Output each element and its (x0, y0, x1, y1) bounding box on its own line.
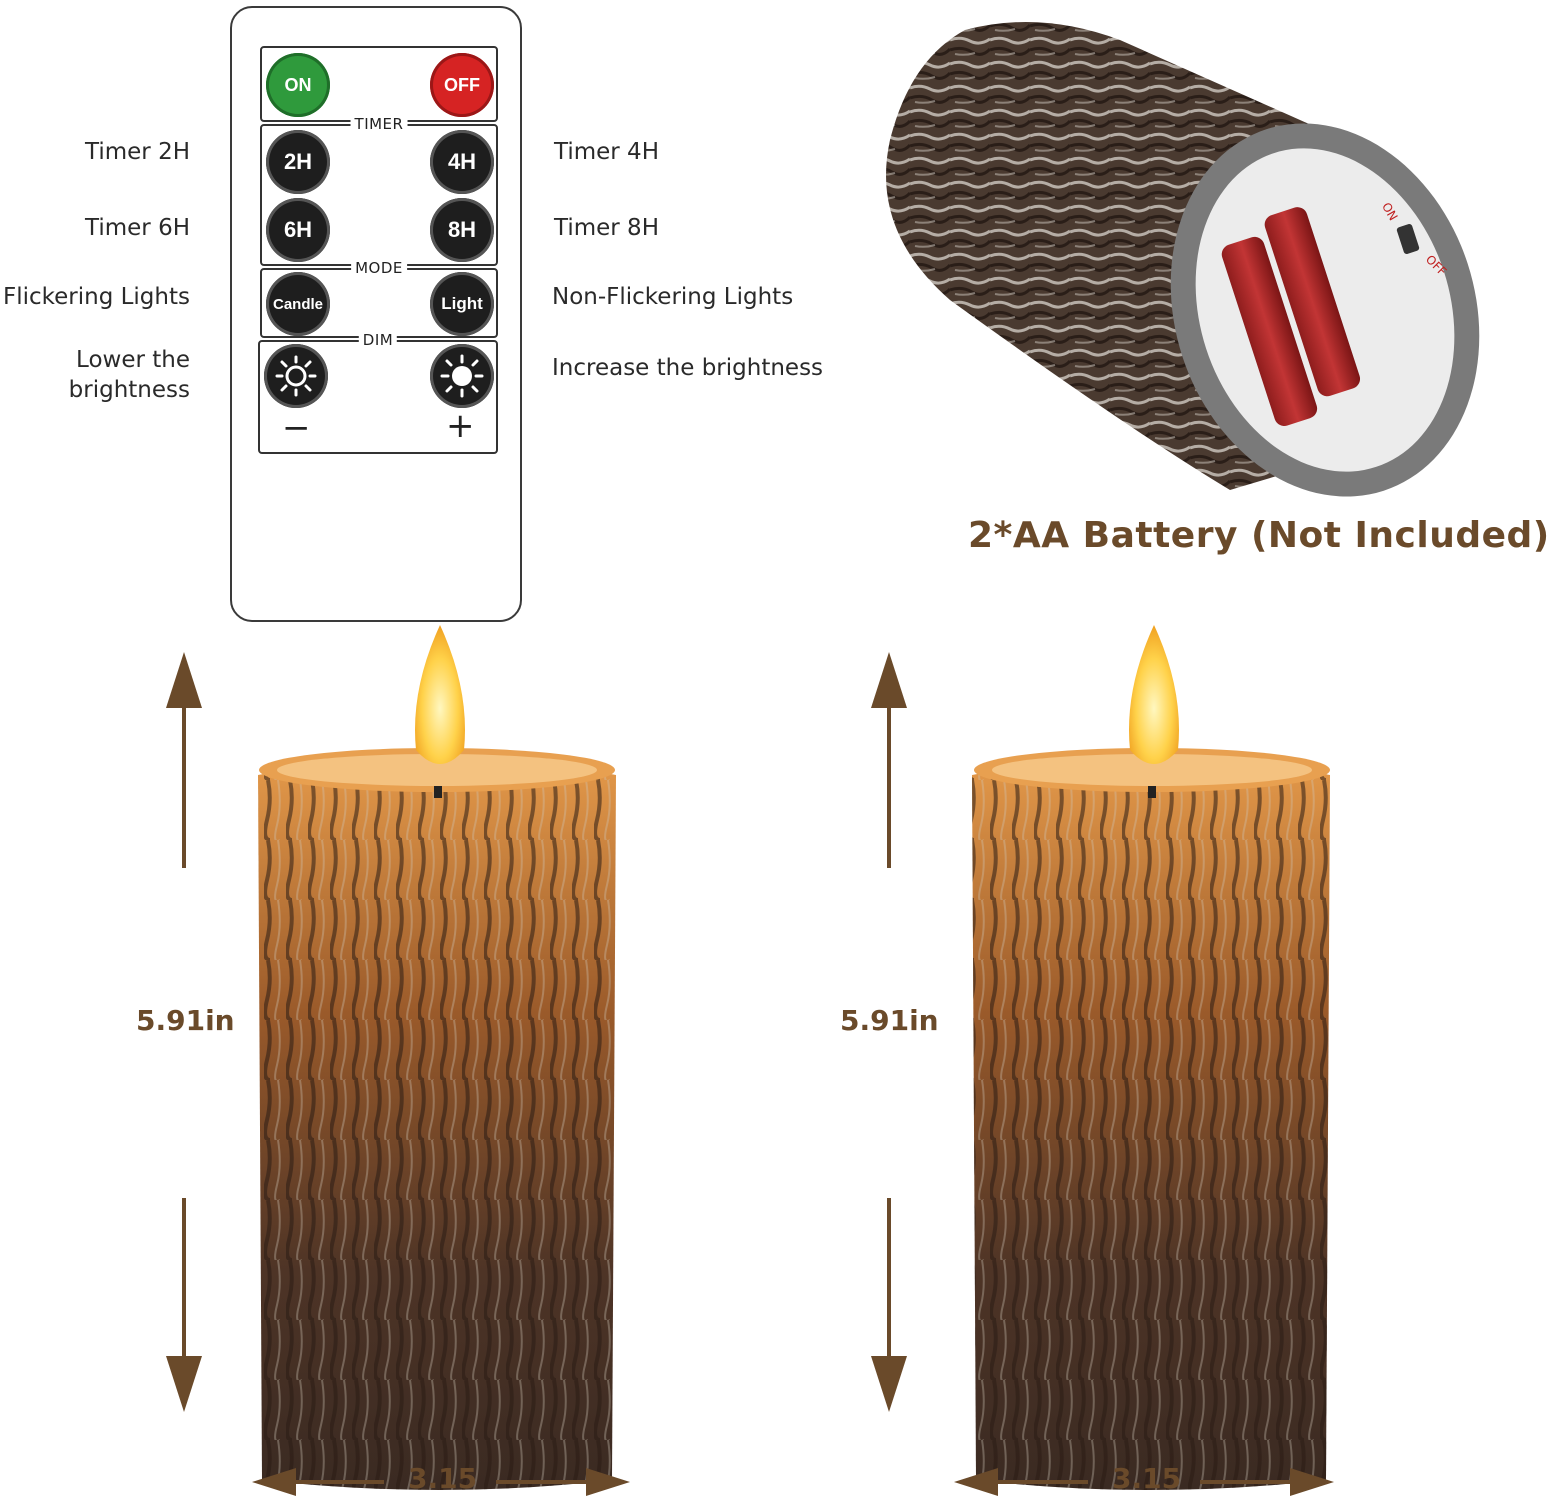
timer-6h-button[interactable]: 6H (266, 198, 330, 262)
battery-caption: 2*AA Battery (Not Included) (968, 515, 1550, 556)
dim-panel: DIM − (258, 331, 498, 454)
label-flickering: Flickering Lights (2, 284, 190, 310)
label-timer-8h: Timer 8H (554, 215, 659, 241)
power-panel: ON OFF (260, 46, 498, 122)
left-candle (258, 625, 616, 1490)
off-button[interactable]: OFF (430, 53, 494, 117)
battery-compartment-image: ON OFF (886, 22, 1480, 497)
label-timer-4h: Timer 4H (554, 139, 659, 165)
left-height-label: 5.91in (136, 1004, 235, 1037)
left-width-label: 3.15 (408, 1462, 478, 1495)
timer-panel: TIMER 2H 4H 6H 8H (260, 115, 498, 266)
timer-8h-button[interactable]: 8H (430, 198, 494, 262)
right-height-arrow (871, 652, 907, 1412)
dim-title: DIM (358, 331, 398, 349)
right-width-label: 3.15 (1112, 1462, 1182, 1495)
candles-illustration (166, 625, 1334, 1496)
timer-title: TIMER (350, 115, 408, 133)
candle-mode-button[interactable]: Candle (266, 272, 330, 336)
sun-low-icon (275, 355, 317, 397)
plus-sign: + (446, 406, 475, 446)
light-mode-button[interactable]: Light (430, 272, 494, 336)
label-increase-brightness: Increase the brightness (552, 355, 824, 381)
on-button[interactable]: ON (266, 53, 330, 117)
timer-2h-button[interactable]: 2H (266, 130, 330, 194)
right-height-label: 5.91in (840, 1004, 939, 1037)
label-timer-2h: Timer 2H (85, 139, 190, 165)
right-candle (972, 625, 1330, 1490)
minus-sign: − (282, 408, 311, 448)
label-timer-6h: Timer 6H (85, 215, 190, 241)
dim-up-button[interactable] (430, 344, 494, 408)
timer-4h-button[interactable]: 4H (430, 130, 494, 194)
sun-high-icon (440, 354, 484, 398)
label-lower-brightness: Lower the brightness (68, 347, 190, 403)
remote-control: ON OFF TIMER 2H 4H 6H 8H MODE Candle Lig… (230, 6, 522, 622)
label-non-flickering: Non-Flickering Lights (552, 284, 794, 310)
left-width-arrow (252, 1468, 630, 1496)
mode-title: MODE (351, 259, 407, 277)
mode-panel: MODE Candle Light (260, 259, 498, 338)
left-height-arrow (166, 652, 202, 1412)
dim-down-button[interactable] (264, 344, 328, 408)
right-width-arrow (954, 1468, 1334, 1496)
